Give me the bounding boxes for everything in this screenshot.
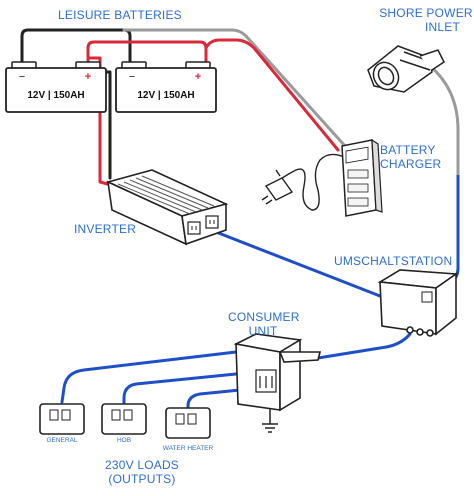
charger-mains-cable [269,153,347,211]
loads-label-line1: 230V LOADS [104,458,180,472]
battery-1-plus-sign: + [85,71,91,83]
battery-to-charger-negative-wire [122,28,347,148]
socket-hob-label: HOB [117,437,131,444]
battery-2-rating: 12V | 150AH [137,90,194,101]
socket-general: GENERAL [39,403,85,444]
inverter-to-umschalt-wire [214,230,382,298]
umschaltstation-box-icon [377,269,459,337]
consumer-to-hob-wire [122,372,238,406]
battery-1-minus-sign: − [19,71,25,83]
socket-general-label: GENERAL [46,437,77,444]
loads-label: 230V LOADS (OUTPUTS) [82,458,202,486]
battery-charger-label-line1: BATTERY [380,143,436,157]
battery-charger-icon [341,138,383,217]
battery-charger-label: BATTERY CHARGER [380,143,441,171]
shore-power-cable [429,64,460,284]
battery-2-plus-sign: + [195,71,201,83]
battery-to-charger-positive-wire [204,38,340,152]
consumer-to-water-heater-wire [186,388,242,414]
positive-wires [86,38,340,188]
shore-power-label: SHORE POWER INLET [378,6,474,34]
umschalt-to-consumer-wire [316,332,412,360]
ac-wires [60,230,412,414]
consumer-to-general-wire [60,350,238,404]
inverter-positive-wire [86,56,117,188]
shore-power-label-line2: INLET [424,20,460,34]
socket-water-heater-label: WATER HEATER [163,445,214,452]
consumer-unit-label-line1: CONSUMER [228,310,300,324]
earth-wire [262,408,278,433]
battery-1: − + 12V | 150AH [5,61,107,113]
leisure-batteries-label: LEISURE BATTERIES [58,8,182,22]
consumer-unit-icon [233,333,322,412]
socket-water-heater: WATER HEATER [163,407,214,452]
consumer-unit-label-line2: UNIT [248,324,278,338]
battery-link-negative-wire [20,28,132,64]
mains-plug-icon [261,169,294,205]
consumer-unit-label: CONSUMER UNIT [228,310,300,338]
battery-2-minus-sign: − [129,71,135,83]
inverter-icon [105,169,229,246]
battery-charger-label-line2: CHARGER [380,157,442,171]
socket-hob: HOB [101,403,147,444]
shore-power-plug-icon [367,45,445,93]
umschaltstation-label: UMSCHALTSTATION [334,254,453,268]
loads-label-line2: (OUTPUTS) [108,472,176,486]
battery-link-positive-wire [86,40,208,64]
shore-power-label-line1: SHORE POWER [379,6,473,20]
inverter-label: INVERTER [74,222,137,236]
battery-1-rating: 12V | 150AH [27,90,84,101]
battery-2: − + 12V | 150AH [115,61,217,113]
